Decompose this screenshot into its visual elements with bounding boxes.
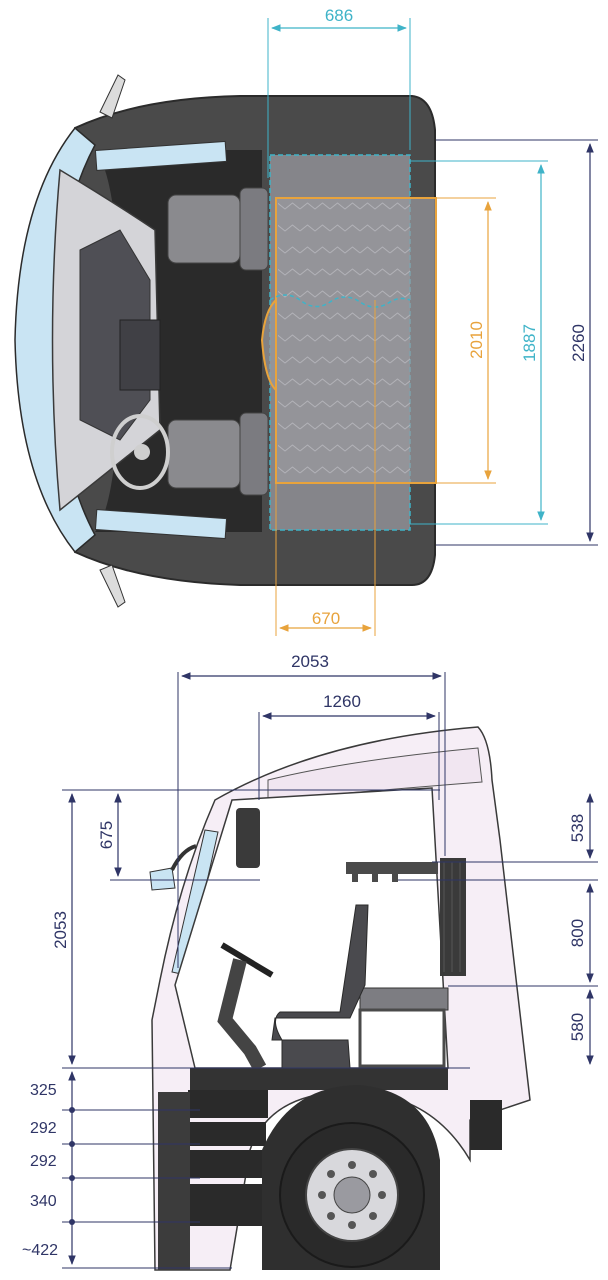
top-steering-wheel [110,414,170,490]
dim-step-5-label: ~422 [22,1242,58,1259]
side-mirror [149,867,176,891]
dim-1260-label: 1260 [323,692,361,711]
dim-lower-bunk-width: 670 [275,300,376,636]
top-mirror-left [99,74,126,119]
dim-538-label: 538 [568,814,587,842]
dim-2053-horizontal-label: 2053 [291,652,329,671]
top-window-left [94,140,228,171]
dim-upper-bunk-width: 686 [267,6,411,178]
side-steering-wheel [220,942,274,978]
dim-step-4-label: 340 [30,1193,57,1210]
top-window-right [94,509,228,540]
side-view: 2053 1260 2053 675 [22,652,598,1271]
dim-675-label: 675 [97,821,116,849]
dim-2053-vertical-label: 2053 [51,911,70,949]
dim-windshield-height: 675 [97,793,260,881]
top-view: 686 2010 1887 2260 670 [14,6,598,636]
dim-right-compartments: 538 800 580 [398,793,598,1065]
dim-upper-bunk-length: 1887 [410,160,548,525]
side-steps [158,1090,268,1270]
side-lower-bunk [359,987,449,1011]
dim-cab-length: 2053 [177,652,446,968]
dim-interior-width: 2260 [436,139,598,546]
top-seat-driver [167,412,269,496]
dim-670-label: 670 [312,609,340,628]
dim-1887-label: 1887 [520,324,539,362]
dim-2010-label: 2010 [467,321,486,359]
dim-686-label: 686 [325,6,353,25]
dim-580-label: 580 [568,1013,587,1041]
dim-step-3-label: 292 [30,1153,57,1170]
dim-2260-label: 2260 [569,324,588,362]
top-mirror-right [99,564,126,608]
dim-800-label: 800 [568,919,587,947]
top-center-console [119,319,161,391]
dim-interior-height: 2053 [51,789,470,1069]
dim-lower-bunk-length: 2010 [378,197,496,484]
side-seat [271,904,369,1069]
top-seat-passenger [167,187,269,271]
dim-rear-section: 1260 [258,692,440,800]
dim-step-1-label: 325 [30,1082,57,1099]
dim-step-2-label: 292 [30,1120,57,1137]
dim-steps: 325 292 292 340 ~422 [22,1071,232,1269]
side-floor [190,1068,448,1090]
side-upper-shelf [346,862,438,874]
